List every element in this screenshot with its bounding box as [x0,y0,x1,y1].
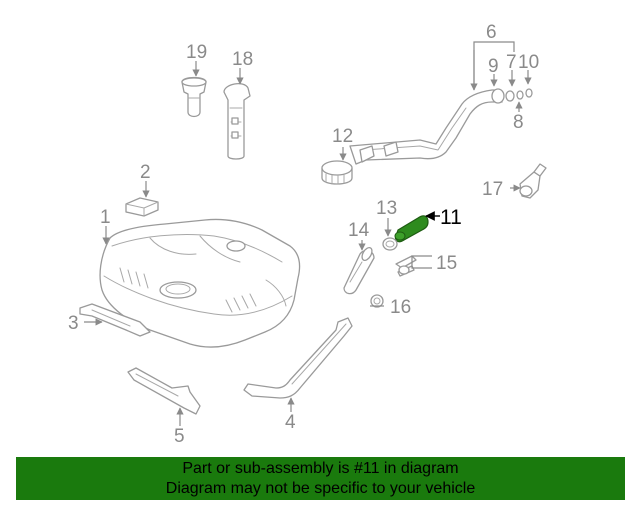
part-2-pad[interactable] [125,197,159,217]
callout-14: 14 [348,220,370,241]
part-19-cap[interactable] [181,76,207,118]
part-12-fuel-cap[interactable] [321,160,353,185]
part-16-o-ring[interactable] [370,294,384,308]
part-14-filter[interactable] [343,246,375,295]
part-info-banner: Part or sub-assembly is #11 in diagram D… [16,457,625,500]
callout-3: 3 [68,313,79,334]
callout-6: 6 [486,22,497,43]
parts-diagram: 19 18 2 1 3 5 4 12 13 14 15 16 17 11 6 9… [68,22,547,447]
part-4-strap[interactable] [243,317,353,399]
callout-2: 2 [140,162,151,183]
callout-5: 5 [174,426,185,447]
part-6-filler-neck[interactable] [349,88,533,165]
callout-4: 4 [285,412,296,433]
part-13-ring[interactable] [382,237,398,251]
part-18-fuel-sender[interactable] [223,82,251,160]
leader-lines [84,41,532,426]
callout-9: 9 [488,56,499,77]
part-3-strap[interactable] [79,303,151,337]
callout-13: 13 [376,198,397,219]
callout-7: 7 [506,52,517,73]
banner-line-1: Part or sub-assembly is #11 in diagram [182,460,459,477]
callout-16: 16 [390,297,411,318]
callout-labels: 19 18 2 1 3 5 4 12 13 14 15 16 17 11 6 9… [68,22,539,447]
callout-17: 17 [482,179,503,200]
callout-12: 12 [332,126,353,147]
part-11-hose[interactable] [394,215,429,243]
callout-10: 10 [518,52,539,73]
callout-19: 19 [186,42,207,63]
part-15-clips[interactable] [395,255,417,277]
callout-1: 1 [100,207,111,228]
callout-8: 8 [513,112,524,133]
part-1-fuel-tank[interactable] [99,218,301,348]
callout-18: 18 [232,49,253,70]
banner-line-2: Diagram may not be specific to your vehi… [165,480,476,497]
callout-15: 15 [436,253,457,274]
callout-11: 11 [440,206,462,229]
part-5-strap[interactable] [127,367,201,415]
part-17-valve[interactable] [519,163,547,199]
